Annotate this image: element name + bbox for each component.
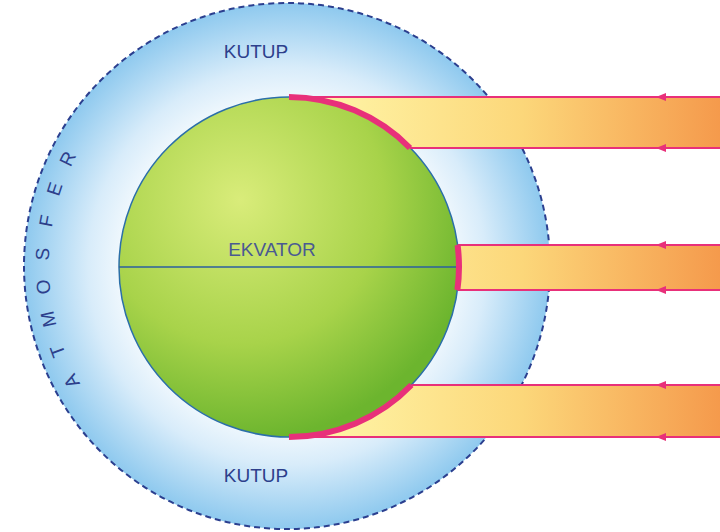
heated-surface — [289, 97, 459, 437]
equator-line — [119, 266, 459, 268]
equator-label: EKVATOR — [228, 239, 316, 261]
sun-ray — [289, 97, 720, 148]
globe — [119, 97, 459, 437]
ray-arrowheads — [656, 93, 666, 441]
sun-ray — [289, 385, 720, 437]
ray-edges — [289, 97, 720, 437]
pole-label: KUTUP — [224, 41, 288, 63]
pole-label: KUTUP — [224, 465, 288, 487]
sun-ray — [457, 245, 720, 290]
